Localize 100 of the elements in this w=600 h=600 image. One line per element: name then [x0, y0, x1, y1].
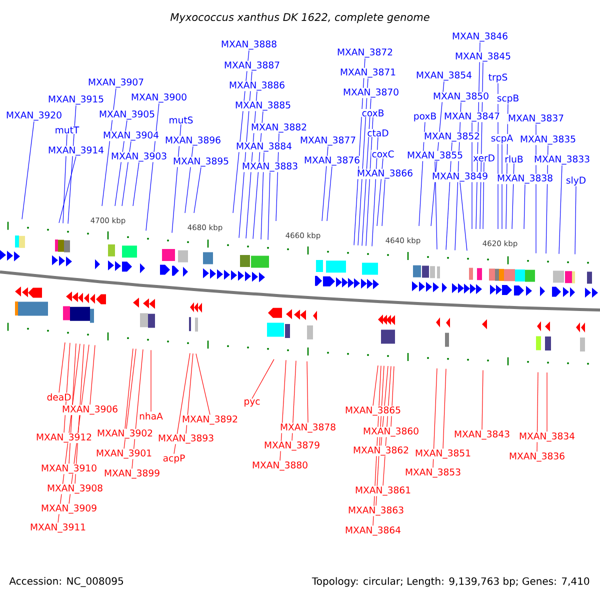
leader-line	[460, 182, 468, 251]
gene-label: MXAN_3903	[110, 152, 168, 162]
gene-label: MXAN_3837	[507, 114, 565, 124]
gene-label: MXAN_3835	[519, 134, 577, 146]
footer-text: Accession: NC_008095	[9, 577, 124, 587]
gene-label: MXAN_3909	[40, 504, 98, 514]
leader-line	[372, 365, 378, 406]
gene-label: MXAN_3911	[29, 522, 87, 534]
leader-line	[196, 353, 210, 415]
gene-label: deaD	[46, 392, 72, 402]
gene-label: MXAN_3884	[235, 142, 293, 152]
gene-label: MXAN_3880	[251, 460, 309, 472]
gene-label: MXAN_3887	[223, 60, 281, 72]
gene-label: xerD	[472, 154, 496, 162]
gene-label: MXAN_3846	[451, 32, 509, 42]
leader-line	[124, 348, 134, 429]
gene-label: MXAN_3877	[299, 136, 357, 146]
gene-label: MXAN_3907	[87, 78, 145, 88]
gene-label: MXAN_3893	[157, 434, 215, 444]
leader-line	[372, 136, 378, 246]
leader-line	[306, 361, 308, 423]
gene-label: MXAN_3866	[356, 168, 414, 180]
gene-label: MXAN_3864	[344, 526, 402, 536]
leader-line	[326, 166, 332, 222]
gene-label: MXAN_3876	[303, 156, 361, 166]
gene-label: MXAN_3845	[454, 52, 512, 62]
gene-label: MXAN_3883	[241, 162, 299, 172]
leader-line	[546, 372, 548, 432]
leader-line	[558, 165, 562, 254]
leader-line	[252, 359, 274, 399]
gene-label: slyD	[565, 176, 587, 186]
gene-label: MXAN_3905	[98, 110, 156, 120]
leader-line	[58, 342, 66, 393]
gene-label: poxB	[412, 112, 438, 122]
leader-line	[58, 156, 76, 224]
gene-label: MXAN_3865	[344, 406, 402, 416]
gene-label: MXAN_3895	[172, 156, 230, 168]
gene-label: mutS	[168, 116, 194, 124]
gene-label: acpP	[162, 454, 186, 464]
gene-label: scpA	[490, 134, 514, 144]
gene-label: MXAN_3851	[414, 448, 472, 460]
gene-label: rluB	[504, 154, 524, 164]
leader-line	[132, 162, 140, 206]
gene-label: MXAN_3838	[496, 174, 554, 184]
leader-line	[442, 368, 446, 449]
leader-line	[22, 121, 34, 220]
leader-line	[260, 152, 264, 240]
gene-label: MXAN_3855	[406, 150, 464, 162]
gene-label: MXAN_3852	[423, 132, 481, 142]
gene-label: MXAN_3886	[228, 80, 286, 92]
gene-label: scpB	[496, 94, 520, 104]
gene-label: MXAN_3863	[347, 506, 405, 516]
gene-label: MXAN_3836	[508, 452, 566, 462]
leader-line	[174, 352, 190, 454]
leader-line	[362, 98, 372, 246]
gene-label: MXAN_3899	[103, 468, 161, 480]
gene-label: MXAN_3901	[95, 448, 153, 460]
gene-label: MXAN_3847	[443, 112, 501, 122]
gene-label: coxB	[361, 108, 385, 118]
gene-label: MXAN_3888	[220, 40, 278, 50]
gene-label: MXAN_3854	[415, 70, 473, 82]
leader-line	[574, 186, 576, 255]
gene-label: MXAN_3920	[5, 110, 63, 122]
gene-label: MXAN_3914	[47, 146, 105, 156]
footer-text: Topology: circular; Length: 9,139,763 bp; Genes: 7,410	[312, 577, 590, 587]
gene-label: MXAN_3871	[339, 68, 397, 78]
gene-label: MXAN_3882	[250, 122, 308, 134]
gene-label: MXAN_3849	[431, 172, 489, 182]
gene-label: MXAN_3850	[432, 92, 490, 102]
leader-line	[382, 179, 386, 226]
gene-label: ctaD	[366, 128, 390, 138]
gene-label: MXAN_3915	[47, 94, 105, 106]
leader-line	[124, 348, 136, 449]
gene-label: MXAN_3834	[518, 432, 576, 442]
gene-label: MXAN_3853	[404, 468, 462, 478]
gene-label: MXAN_3904	[102, 130, 160, 142]
leader-line	[358, 78, 368, 246]
leader-line	[536, 372, 538, 452]
gene-label: MXAN_3878	[279, 422, 337, 434]
leader-line	[322, 146, 328, 222]
gene-label: MXAN_3885	[234, 100, 292, 112]
leader-line	[186, 353, 194, 434]
gene-label: mutT	[54, 126, 80, 134]
gene-label: trpS	[488, 72, 508, 84]
leader-line	[62, 134, 68, 224]
gene-label: pyc	[243, 398, 261, 408]
gene-label: MXAN_3900	[130, 92, 188, 104]
gene-label: coxC	[371, 150, 395, 158]
gene-label: MXAN_3833	[533, 154, 591, 166]
gene-label: MXAN_3906	[61, 404, 119, 416]
gene-label: MXAN_3896	[164, 136, 222, 146]
leader-line	[432, 368, 438, 468]
leader-line	[524, 184, 526, 230]
leader-line	[194, 167, 202, 214]
leader-line	[434, 161, 438, 250]
gene-label: MXAN_3902	[96, 428, 154, 440]
leader-line	[482, 370, 484, 430]
leader-line	[366, 116, 374, 246]
gene-label: MXAN_3912	[35, 432, 93, 444]
leader-line	[268, 172, 270, 240]
